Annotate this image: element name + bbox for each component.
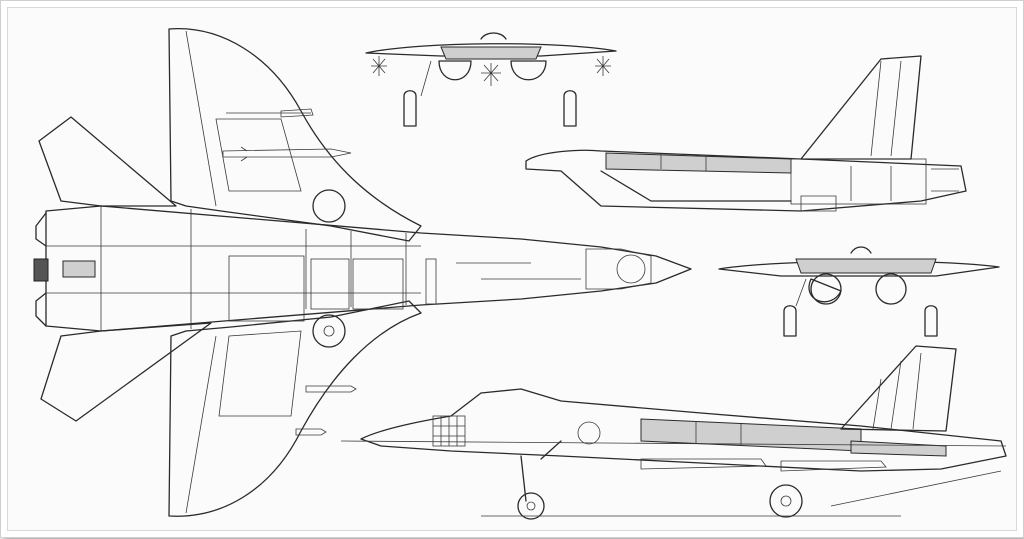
front-view-middle [718, 246, 1000, 337]
tail-fin-lower [40, 322, 212, 422]
nose-wheel [517, 492, 545, 520]
main-wheel-side [769, 484, 803, 518]
tail-fin-side-lower [840, 345, 957, 432]
nozzle-center [33, 258, 49, 282]
tail-fin-upper [38, 116, 177, 207]
tail-fin-side-upper [800, 55, 922, 160]
top-plan-view [33, 28, 692, 517]
main-wheel-plan [312, 314, 346, 348]
front-view-top [365, 32, 617, 127]
side-view-upper [525, 55, 967, 212]
missile-upper [222, 146, 352, 162]
front-intakes [438, 60, 547, 81]
lower-wing [168, 300, 422, 517]
fuselage-plan [45, 205, 692, 332]
side-view-lower [340, 345, 1007, 520]
upper-wing [168, 28, 422, 242]
